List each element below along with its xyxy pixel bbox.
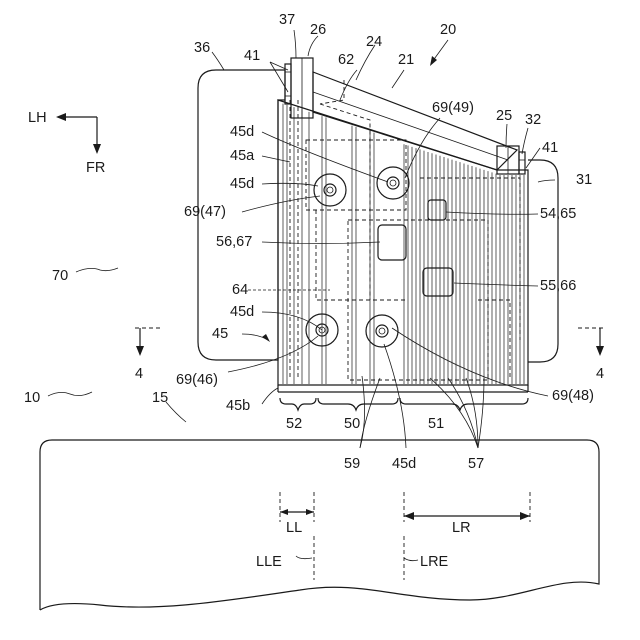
label-50: 50 xyxy=(344,416,360,432)
compass-fr-label: FR xyxy=(86,160,105,176)
label-lre: LRE xyxy=(420,554,449,570)
mount-bolt-47 xyxy=(314,174,346,206)
label-45d-top: 45d xyxy=(230,124,254,140)
direction-compass xyxy=(56,113,101,154)
label-54-65: 54,65 xyxy=(540,206,576,222)
label-45: 45 xyxy=(212,326,228,342)
label-31: 31 xyxy=(576,172,592,188)
label-55-66: 55,66 xyxy=(540,278,576,294)
label-52: 52 xyxy=(286,416,302,432)
dimension-lines xyxy=(280,492,530,580)
label-45b: 45b xyxy=(226,398,250,414)
label-ll: LL xyxy=(286,520,302,536)
label-69-49: 69(49) xyxy=(432,100,474,116)
label-69-46: 69(46) xyxy=(176,372,218,388)
label-10: 10 xyxy=(24,390,40,406)
label-32: 32 xyxy=(525,112,541,128)
label-37: 37 xyxy=(279,12,295,28)
compass-lh-label: LH xyxy=(28,110,47,126)
label-36: 36 xyxy=(194,40,210,56)
label-20: 20 xyxy=(440,22,456,38)
region-braces xyxy=(280,398,528,410)
vehicle-floor-outline xyxy=(40,440,599,610)
label-4-right: 4 xyxy=(596,366,604,382)
label-45a: 45a xyxy=(230,148,255,164)
connector-54-65 xyxy=(428,200,446,220)
mount-bolt-48 xyxy=(366,315,398,347)
leader-lines xyxy=(48,30,555,561)
label-24: 24 xyxy=(366,34,382,50)
label-69-47: 69(47) xyxy=(184,204,226,220)
label-70: 70 xyxy=(52,268,68,284)
label-25: 25 xyxy=(496,108,512,124)
connector-56-67 xyxy=(378,225,406,260)
label-26: 26 xyxy=(310,22,326,38)
label-21: 21 xyxy=(398,52,414,68)
label-69-48: 69(48) xyxy=(552,388,594,404)
connector-55-66 xyxy=(423,268,453,296)
label-57: 57 xyxy=(468,456,484,472)
label-64: 64 xyxy=(232,282,248,298)
section-line-4-4 xyxy=(135,328,604,356)
label-lle: LLE xyxy=(256,554,282,570)
label-51: 51 xyxy=(428,416,444,432)
label-15: 15 xyxy=(152,390,168,406)
label-4-left: 4 xyxy=(135,366,143,382)
label-56-67: 56,67 xyxy=(216,234,252,250)
label-41-front: 41 xyxy=(244,48,260,64)
label-41-rear: 41 xyxy=(542,140,558,156)
label-lr: LR xyxy=(452,520,471,536)
label-45d-mid: 45d xyxy=(230,176,254,192)
label-59: 59 xyxy=(344,456,360,472)
label-45d-bottom: 45d xyxy=(392,456,416,472)
battery-body-outline xyxy=(278,100,528,385)
label-45d-low: 45d xyxy=(230,304,254,320)
label-62: 62 xyxy=(338,52,354,68)
